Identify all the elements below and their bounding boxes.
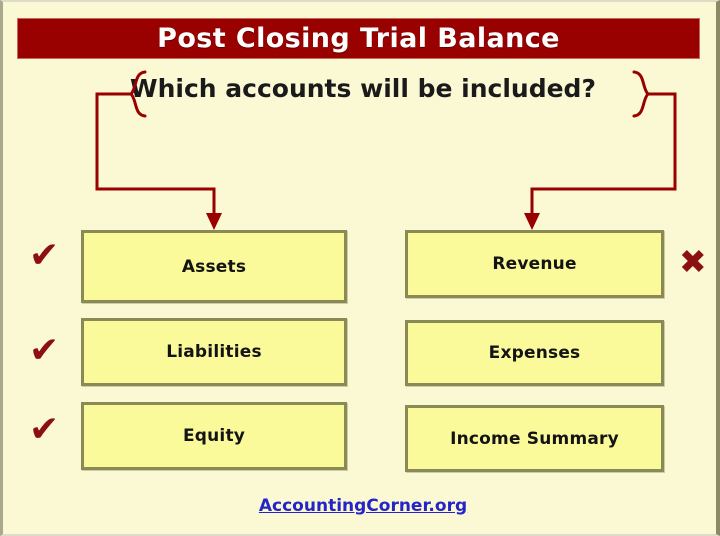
account-box-equity[interactable]: Equity [81, 402, 347, 470]
account-box-liabilities[interactable]: Liabilities [81, 318, 347, 386]
site-link[interactable]: AccountingCorner.org [258, 496, 468, 516]
account-box-label: Revenue [492, 254, 577, 274]
page-title: Post Closing Trial Balance [157, 23, 560, 54]
left-arrowhead [206, 213, 222, 230]
account-box-expenses[interactable]: Expenses [405, 320, 664, 386]
account-box-label: Assets [181, 256, 247, 277]
account-box-income-summary[interactable]: Income Summary [405, 405, 664, 472]
check-icon: ✔ [29, 330, 60, 371]
question-heading: Which accounts will be included? [130, 74, 596, 103]
account-box-label: Expenses [488, 343, 581, 363]
check-icon: ✔ [29, 409, 60, 450]
cross-icon: ✖ [679, 242, 707, 281]
account-box-label: Liabilities [166, 342, 262, 362]
account-box-label: Equity [182, 426, 246, 446]
right-arrowhead [524, 213, 540, 230]
account-box-label: Income Summary [450, 428, 619, 449]
account-box-assets[interactable]: Assets [81, 230, 347, 303]
right-connector-line [530, 92, 677, 217]
left-connector-line [95, 92, 216, 217]
title-bar: Post Closing Trial Balance [17, 18, 700, 59]
check-icon: ✔ [29, 235, 60, 276]
account-box-revenue[interactable]: Revenue [405, 230, 664, 298]
